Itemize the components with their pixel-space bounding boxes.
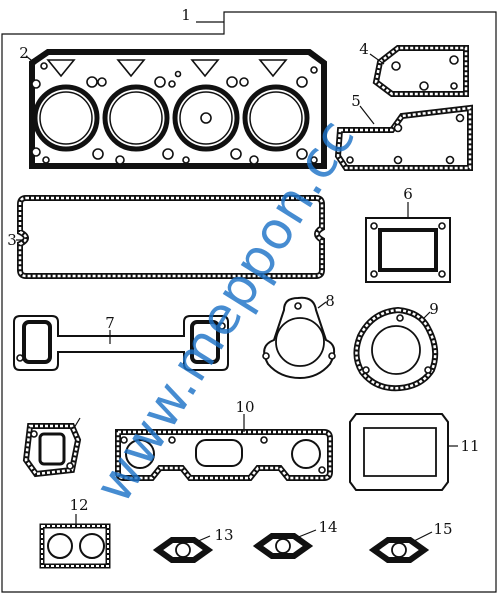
part-7-gasket xyxy=(13,315,229,371)
label-1: 1 xyxy=(181,6,191,24)
label-3: 3 xyxy=(7,231,17,249)
label-7: 7 xyxy=(105,314,115,332)
unlabeled-flange-gasket xyxy=(22,423,82,478)
label-10: 10 xyxy=(235,398,254,416)
part-12-gasket xyxy=(39,523,111,569)
label-15: 15 xyxy=(433,520,452,538)
part-11-gasket xyxy=(349,413,449,491)
part-4-gasket xyxy=(372,45,469,97)
part-8-gasket xyxy=(262,296,336,380)
label-8: 8 xyxy=(325,292,335,310)
label-11: 11 xyxy=(460,437,479,455)
label-5: 5 xyxy=(351,92,361,110)
part-3-valve-cover-gasket xyxy=(17,195,325,279)
kit-frame xyxy=(1,11,497,593)
part-6-gasket xyxy=(365,217,451,283)
part-5-gasket xyxy=(334,104,473,171)
label-4: 4 xyxy=(359,40,369,58)
part-2-cylinder-head-gasket xyxy=(29,49,327,169)
label-9: 9 xyxy=(429,300,439,318)
label-12: 12 xyxy=(69,496,88,514)
part-14-gasket xyxy=(252,533,314,559)
label-13: 13 xyxy=(214,526,233,544)
label-2: 2 xyxy=(19,44,29,62)
label-14: 14 xyxy=(318,518,337,536)
part-10-exhaust-manifold-gasket xyxy=(115,429,333,481)
part-9-gasket xyxy=(353,306,439,392)
label-6: 6 xyxy=(403,185,413,203)
part-13-gasket xyxy=(152,537,214,563)
part-15-gasket xyxy=(368,537,430,563)
